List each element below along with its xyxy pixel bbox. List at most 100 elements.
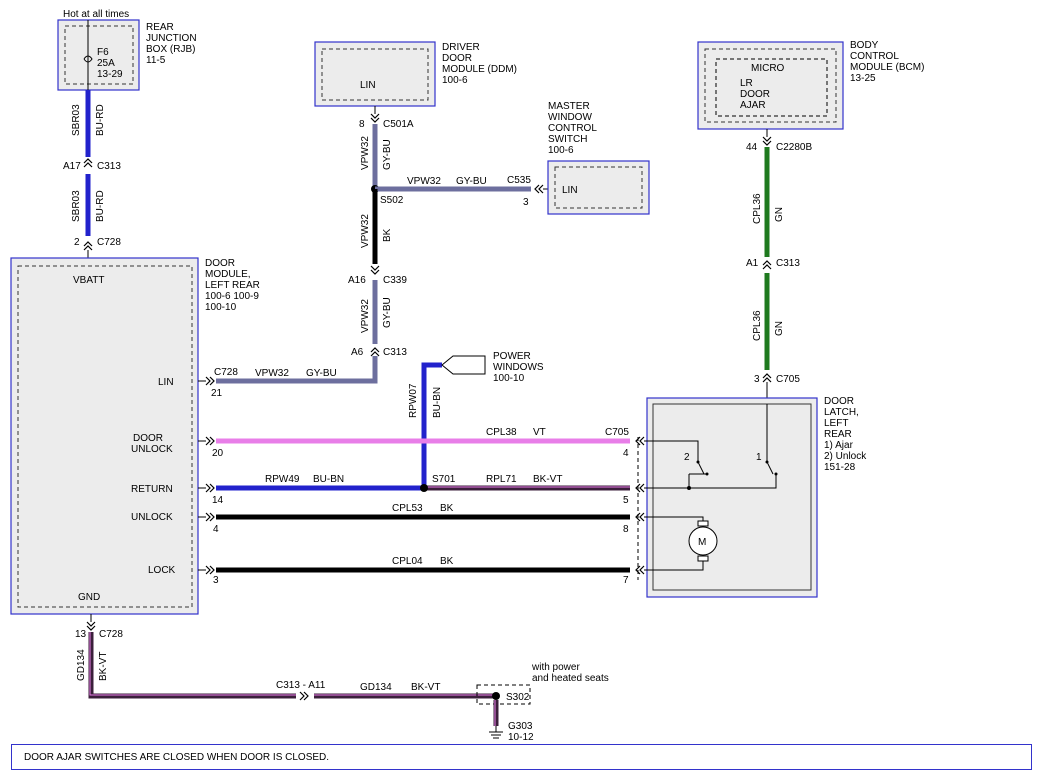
bcm-name-2: CONTROL (850, 51, 899, 62)
rjb-hot-label: Hot at all times (63, 9, 129, 20)
bcm-inner-1: LR (740, 78, 753, 89)
connector-c313-icon (83, 158, 93, 164)
rjb-name-3: BOX (RJB) (146, 44, 195, 55)
driver-door-module (314, 41, 436, 107)
label-gd134-1: GD134 (76, 649, 87, 681)
label-c705-top: C705 (776, 374, 800, 385)
label-vpw32-5: VPW32 (255, 368, 289, 379)
ground-icon (489, 731, 503, 739)
label-gy-bu-1: GY-BU (382, 139, 393, 170)
ddm-pin-lin: LIN (360, 80, 376, 91)
label-gy-bu-3: GY-BU (382, 297, 393, 328)
ground-note-2: and heated seats (532, 673, 609, 684)
label-sbr03-1: SBR03 (71, 104, 82, 136)
label-bu-bn-rpw07: BU-BN (432, 387, 443, 418)
label-c313-a11: C313 - A11 (276, 680, 326, 691)
optional-splice-box (476, 684, 531, 705)
label-bk-vt-gd134-2: BK-VT (411, 682, 440, 693)
label-c535: C535 (507, 175, 531, 186)
label-c728-gnd: C728 (99, 629, 123, 640)
door-module-left-rear (10, 257, 199, 615)
door-module-name-2: MODULE, (205, 269, 251, 280)
door-latch-name-5: 1) Ajar (824, 440, 854, 451)
motor-icon (688, 526, 718, 556)
door-module-pin-door: DOOR (133, 433, 163, 444)
splice-s701 (420, 484, 428, 492)
rear-junction-box (57, 19, 140, 91)
label-c313-bcm: C313 (776, 258, 800, 269)
label-cpl53: CPL53 (392, 503, 423, 514)
wire-gd134-left (88, 632, 296, 699)
label-cpl04: CPL04 (392, 556, 423, 567)
label-pin4-cpl38: 4 (623, 448, 629, 459)
label-rpw49: RPW49 (265, 474, 300, 485)
label-c2280b: C2280B (776, 142, 812, 153)
connector-c705-top-icon (762, 373, 772, 379)
label-bk-cpl04: BK (440, 556, 454, 567)
ddm-name-1: DRIVER (442, 42, 480, 53)
bcm-name-3: MODULE (BCM) (850, 62, 924, 73)
mwcs-name-4: SWITCH (548, 134, 587, 145)
door-module-name-4: 100-6 100-9 (205, 291, 259, 302)
label-s502: S502 (380, 195, 404, 206)
door-latch-name-7: 151-28 (824, 462, 856, 473)
label-bk-vt-gd134-1: BK-VT (98, 652, 109, 681)
label-pin4-cpl53: 4 (213, 524, 219, 535)
label-vpw32-4: VPW32 (360, 299, 371, 333)
master-window-control-switch (547, 160, 650, 215)
label-pin8-ddm: 8 (359, 119, 365, 130)
door-latch-name-1: DOOR (824, 396, 854, 407)
label-bu-rd-2: BU-RD (95, 190, 106, 222)
connector-c313-a11-icon (299, 691, 305, 701)
label-pin20: 20 (212, 448, 224, 459)
mwcs-name-5: 100-6 (548, 145, 574, 156)
label-bk-cpl53: BK (440, 503, 454, 514)
label-bu-bn-rpw49: BU-BN (313, 474, 344, 485)
label-bk-vt-rpl71: BK-VT (533, 474, 562, 485)
ddm-name-3: MODULE (DDM) (442, 64, 517, 75)
bcm-inner-3: AJAR (740, 100, 766, 111)
label-bu-rd-1: BU-RD (95, 104, 106, 136)
label-c705-cpl38: C705 (605, 427, 629, 438)
label-pin2: 2 (74, 237, 80, 248)
door-latch-left-rear (646, 397, 818, 598)
label-rpl71: RPL71 (486, 474, 517, 485)
motor-label: M (698, 537, 706, 548)
label-s701: S701 (432, 474, 456, 485)
rjb-fuse-line-3: 13-29 (97, 69, 123, 80)
connector-c313-a6-icon (370, 347, 380, 353)
wire-vpw32-to-lin (216, 356, 378, 384)
rjb-name-4: 11-5 (146, 55, 166, 66)
door-module-vbatt: VBATT (73, 275, 104, 286)
label-gy-bu-4: GY-BU (306, 368, 337, 379)
label-c728-lin: C728 (214, 367, 238, 378)
bcm-micro-label: MICRO (751, 63, 785, 74)
power-windows-reference-icon (441, 355, 486, 375)
wire-rpw07 (421, 362, 442, 488)
bcm-inner-2: DOOR (740, 89, 770, 100)
label-pin8-cpl53: 8 (623, 524, 629, 535)
connector-c535-icon (534, 184, 540, 194)
label-pin3-c705: 3 (754, 374, 760, 385)
latch-switch-1: 1 (756, 452, 762, 463)
splice-s302 (492, 692, 500, 700)
ddm-name-4: 100-6 (442, 75, 468, 86)
power-windows-line-3: 100-10 (493, 373, 525, 384)
door-module-pin-unlock-1: UNLOCK (131, 444, 173, 455)
label-pin21: 21 (211, 388, 223, 399)
ground-note-1: with power (531, 662, 580, 673)
label-cpl38: CPL38 (486, 427, 517, 438)
label-c339: C339 (383, 275, 407, 286)
mwcs-name-2: WINDOW (548, 112, 592, 123)
label-sbr03-2: SBR03 (71, 190, 82, 222)
door-latch-name-6: 2) Unlock (824, 451, 867, 462)
label-gy-bu-2: GY-BU (456, 176, 487, 187)
door-module-gnd: GND (78, 592, 100, 603)
rjb-fuse-line-2: 25A (97, 58, 115, 69)
ground-id-label: G303 (508, 721, 533, 732)
label-vt: VT (533, 427, 546, 438)
connector-c728-gnd-icon (86, 621, 96, 627)
label-pin7: 7 (623, 575, 629, 586)
door-module-name-3: LEFT REAR (205, 280, 260, 291)
